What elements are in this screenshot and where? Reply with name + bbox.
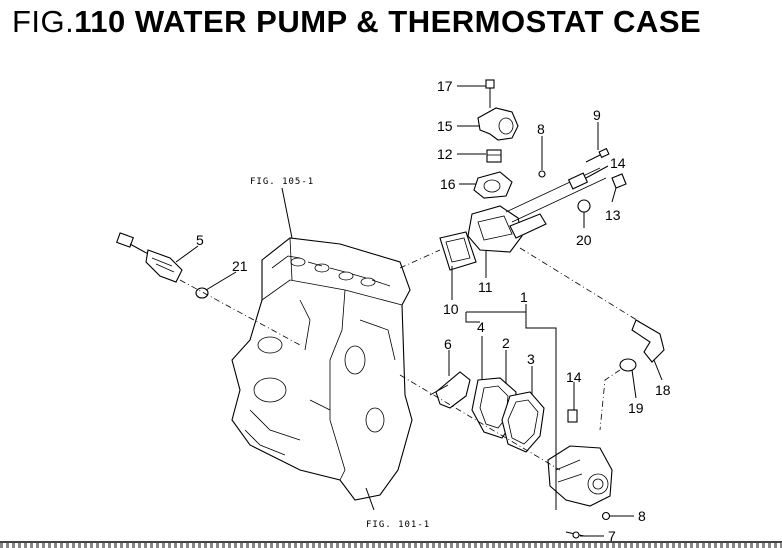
callout-11: 11 [478,279,493,295]
ref-fig-105: FIG. 105-1 [250,177,314,187]
part-21-washer-drawing [195,287,209,299]
figure-title-prefix: FIG. [12,4,75,39]
callout-4: 4 [477,319,485,335]
hose-and-clamp-drawing [519,247,665,431]
callout-10: 10 [443,301,459,317]
water-pump-drawing [399,371,613,539]
part-5-sensor-drawing [116,232,183,283]
callout-20: 20 [576,232,592,248]
callout-21: 21 [232,258,248,274]
callout-2: 2 [502,335,510,351]
ref-fig-101: FIG. 101-1 [366,520,430,530]
callout-6: 6 [444,336,452,352]
callout-9: 9 [593,107,601,123]
callout-14-top: 14 [610,155,626,171]
callout-18: 18 [655,382,671,398]
callout-13: 13 [605,207,621,223]
callout-15: 15 [437,118,453,134]
callout-8-top: 8 [537,121,545,137]
figure-title: FIG.110 WATER PUMP & THERMOSTAT CASE [12,4,701,40]
callout-leaders [175,85,663,537]
callout-5: 5 [196,232,204,248]
callout-8-bottom: 8 [638,508,646,524]
callout-14-bottom: 14 [566,369,582,385]
callout-17: 17 [437,78,453,94]
callout-7: 7 [608,528,616,544]
callout-12: 12 [437,146,453,162]
figure-title-main: 110 WATER PUMP & THERMOSTAT CASE [74,4,702,39]
bottom-edge-bar [0,541,782,548]
callout-16: 16 [440,176,456,192]
thermostat-assembly-drawing [399,79,627,271]
callout-1: 1 [520,289,528,305]
callout-3: 3 [527,351,535,367]
engine-block-drawing [231,237,413,501]
callout-19: 19 [628,400,644,416]
